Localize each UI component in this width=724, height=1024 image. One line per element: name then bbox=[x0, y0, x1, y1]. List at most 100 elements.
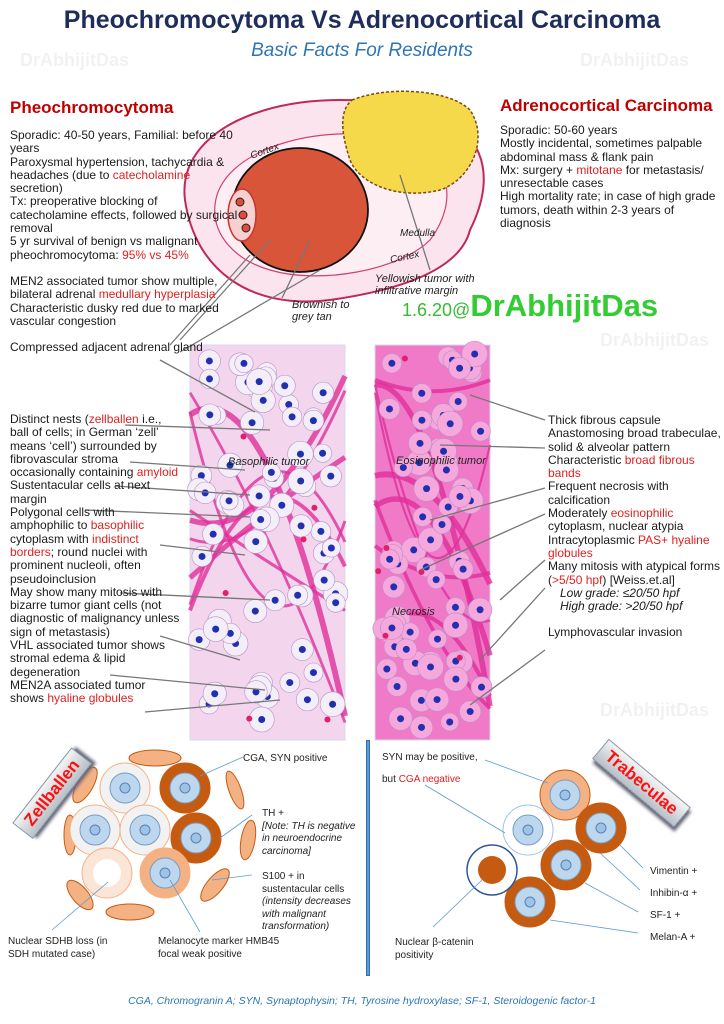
label-hmb45: Melanocyte marker HMB45 focal weak posit… bbox=[158, 936, 280, 960]
cell-nucleus bbox=[89, 824, 101, 836]
text: Thick fibrous capsule bbox=[548, 413, 661, 427]
label-melan-a: Melan-A + bbox=[650, 932, 696, 943]
yellowish-tumor bbox=[342, 90, 479, 194]
list-item: Polygonal cells with amphophilic to baso… bbox=[10, 505, 182, 586]
cell-nucleus bbox=[417, 723, 425, 731]
cell-nucleus bbox=[402, 645, 410, 653]
cell-nucleus bbox=[309, 417, 317, 425]
text: VHL associated tumor shows stromal edema… bbox=[10, 638, 165, 679]
leader-line bbox=[124, 424, 271, 431]
list-item: Sporadic: 40-50 years, Familial: before … bbox=[10, 128, 238, 156]
list-item: High mortality rate; in case of high gra… bbox=[500, 190, 722, 230]
list-item: Frequent necrosis with calcification bbox=[548, 480, 724, 507]
text: Anastomosing broad trabeculae, solid & a… bbox=[548, 426, 721, 454]
leader-line bbox=[114, 485, 251, 496]
list-item: 5 yr survival of benign vs malignant phe… bbox=[10, 235, 238, 262]
leader-line bbox=[469, 394, 546, 421]
cell-nucleus bbox=[427, 663, 435, 671]
cell-nucleus bbox=[432, 576, 440, 584]
cell-nucleus bbox=[179, 782, 191, 794]
cell-nucleus bbox=[477, 427, 485, 435]
hyaline-globule bbox=[418, 568, 425, 575]
sustentacular-cell bbox=[225, 770, 245, 810]
text: 5 yr survival of benign vs malignant phe… bbox=[10, 234, 198, 262]
cell-nucleus bbox=[259, 396, 267, 404]
label-inhibin: Inhibin-α + bbox=[650, 888, 698, 899]
cell-nucleus bbox=[390, 583, 398, 591]
leader-line bbox=[144, 699, 281, 713]
cell-nucleus bbox=[288, 413, 296, 421]
highlight-text: catecholamine bbox=[112, 167, 191, 182]
page-subtitle: Basic Facts For Residents bbox=[251, 40, 473, 61]
cell-nucleus bbox=[471, 350, 479, 358]
text: Compressed adjacent adrenal gland bbox=[10, 340, 203, 355]
cell-nucleus bbox=[393, 682, 401, 690]
cell-nucleus bbox=[267, 468, 275, 476]
list-item: MEN2A associated tumor shows hyaline glo… bbox=[10, 677, 182, 706]
th-note: [Note: TH is negative in neuroendocrine … bbox=[262, 820, 356, 857]
sustentacular-cell bbox=[200, 868, 230, 902]
cell-nucleus bbox=[595, 822, 607, 834]
hyaline-globule bbox=[246, 715, 253, 722]
pointer-line bbox=[599, 852, 641, 891]
cell-nucleus bbox=[119, 782, 131, 794]
cell-nucleus bbox=[198, 552, 206, 560]
label-th: TH + [Note: TH is negative in neuroendoc… bbox=[262, 808, 362, 858]
leader-line bbox=[419, 513, 546, 571]
footer-abbreviations: CGA, Chromogranin A; SYN, Synaptophysin;… bbox=[128, 995, 596, 1007]
cell-nucleus bbox=[319, 449, 327, 457]
hyaline-globule bbox=[375, 568, 382, 575]
hyaline-globule bbox=[311, 504, 318, 511]
list-item: Moderately eosinophilic cytoplasm, nucle… bbox=[548, 506, 724, 534]
cell-nucleus bbox=[252, 538, 260, 546]
signature-name: DrAbhijitDas bbox=[470, 288, 659, 323]
hyaline-globule bbox=[401, 355, 408, 362]
cell-nucleus bbox=[255, 492, 263, 500]
pheo-histology-list: Distinct nests (zellballen i.e., ball of… bbox=[10, 412, 182, 706]
hyaline-globule bbox=[383, 544, 390, 551]
signature: 1.6.20@DrAbhijitDas bbox=[402, 288, 658, 324]
cell-nucleus bbox=[386, 405, 394, 413]
list-item: MEN2 associated tumor show multiple, bil… bbox=[10, 274, 238, 302]
cell-nucleus bbox=[211, 690, 219, 698]
cell-nucleus bbox=[209, 530, 217, 538]
cell-nucleus bbox=[195, 636, 203, 644]
cell-nucleus bbox=[386, 555, 394, 563]
cell-nucleus bbox=[320, 576, 328, 584]
fibrovascular-band bbox=[374, 378, 491, 394]
page-title: Pheochromocytoma Vs Adrenocortical Carci… bbox=[63, 6, 661, 34]
text: ) [Weiss.et.al] bbox=[602, 572, 675, 587]
text: Moderately bbox=[548, 506, 611, 521]
text: cytoplasm, nuclear atypia bbox=[548, 519, 684, 534]
cell-nucleus bbox=[278, 501, 286, 509]
cell-nucleus bbox=[476, 606, 484, 614]
list-item: Anastomosing broad trabeculae, solid & a… bbox=[548, 427, 724, 454]
cell-nucleus bbox=[251, 607, 259, 615]
watermark: DrAbhijitDas bbox=[20, 50, 130, 70]
text: i.e., ball of cells; in German ‘zell’ me… bbox=[10, 412, 162, 480]
list-item: Sporadic: 50-60 years bbox=[500, 123, 722, 137]
cell-nucleus bbox=[427, 536, 435, 544]
cell-nucleus bbox=[226, 629, 234, 637]
nucleus-beta-catenin bbox=[478, 856, 506, 884]
leader-line bbox=[159, 544, 246, 556]
cell-nucleus bbox=[226, 461, 234, 469]
text: MEN2A associated tumor shows bbox=[10, 677, 146, 706]
cell-nucleus bbox=[438, 521, 446, 529]
cell-nucleus bbox=[329, 700, 337, 708]
text: Paroxysmal hypertension, tachycardia & h… bbox=[10, 154, 225, 182]
leader-line bbox=[179, 239, 271, 341]
hyaline-globule bbox=[240, 433, 247, 440]
pointer-line bbox=[549, 919, 639, 934]
cell-nucleus bbox=[139, 824, 151, 836]
list-item: Compressed adjacent adrenal gland bbox=[10, 341, 238, 354]
cell-nucleus bbox=[456, 492, 464, 500]
cell-nucleus bbox=[286, 679, 294, 687]
hyaline-globule bbox=[324, 716, 331, 723]
signature-date: 1.6.20@ bbox=[402, 300, 471, 320]
nucleus-lost bbox=[93, 859, 121, 887]
label-brownish-tumor: Brownish to grey tan bbox=[292, 299, 350, 323]
text: High mortality rate; in case of high gra… bbox=[500, 189, 716, 231]
label-vimentin: Vimentin + bbox=[650, 866, 698, 877]
